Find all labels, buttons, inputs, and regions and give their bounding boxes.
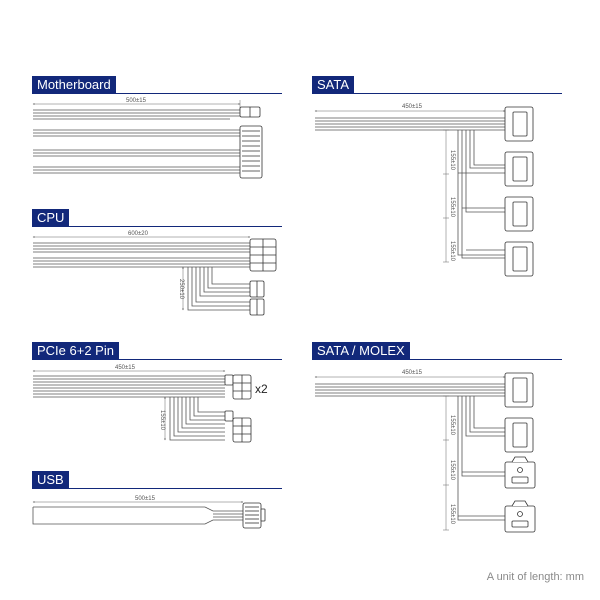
rule-usb: [32, 488, 282, 489]
sata-molex-branch-dimension-text-1: 155±10: [449, 415, 455, 436]
pcie-cable: [33, 375, 225, 441]
label-cpu: CPU: [32, 209, 70, 226]
label-sata-molex: SATA / MOLEX: [312, 342, 410, 359]
usb-header-connector: [242, 502, 266, 529]
sata-molex-branch-dimension-text-3: 155±10: [449, 504, 455, 525]
sata-dimension: [314, 110, 506, 263]
cpu-cable: [33, 242, 250, 311]
rule-sata: [312, 93, 562, 94]
rule-motherboard: [32, 93, 282, 94]
rule-cpu: [32, 226, 282, 227]
molex-connector-2: [504, 500, 536, 533]
rule-sata-molex: [312, 359, 562, 360]
motherboard-dimension-text: 500±15: [126, 98, 147, 104]
label-pcie: PCIe 6+2 Pin: [32, 342, 119, 359]
sata-branch-dimension-text-1: 155±10: [449, 150, 455, 171]
label-sata: SATA: [312, 76, 355, 93]
sata-molex-sata-connector-2: [504, 417, 534, 453]
cpu-dimension-text: 600±20: [128, 231, 149, 237]
pcie-dimension: [32, 370, 226, 441]
cpu-4pin-connector-b: [249, 298, 265, 316]
motherboard-cable: [33, 109, 240, 174]
sata-branch-dimension-text-2: 155±10: [449, 197, 455, 218]
sata-connector-1: [504, 106, 534, 142]
label-motherboard: Motherboard: [32, 76, 116, 93]
pcie-branch-dimension-text: 155±10: [159, 410, 165, 431]
sata-molex-sata-connector-1: [504, 372, 534, 408]
sata-connector-2: [504, 151, 534, 187]
sata-dimension-text: 450±15: [402, 104, 423, 110]
pcie-connector-branch: [224, 410, 252, 443]
motherboard-24pin-connector: [239, 125, 263, 179]
pcie-multiplier: x2: [255, 382, 268, 396]
sata-connector-4: [504, 241, 534, 277]
cpu-8pin-connector: [249, 238, 277, 272]
sata-molex-dimension-text: 450±15: [402, 370, 423, 376]
sata-molex-dimension: [314, 376, 506, 531]
label-usb: USB: [32, 471, 69, 488]
cpu-dimension: [32, 236, 251, 311]
rule-pcie: [32, 359, 282, 360]
sata-cable: [315, 117, 505, 259]
cpu-branch-dimension-text: 250±10: [178, 279, 184, 300]
usb-dimension-text: 500±15: [135, 496, 156, 502]
sata-connector-3: [504, 196, 534, 232]
unit-footnote: A unit of length: mm: [486, 571, 584, 583]
sata-molex-cable: [315, 383, 505, 521]
cpu-4pin-connector-a: [249, 280, 265, 298]
usb-cable: [32, 506, 243, 525]
pcie-connector-main: [224, 374, 252, 400]
molex-connector-1: [504, 456, 536, 489]
sata-branch-dimension-text-3: 155±10: [449, 241, 455, 262]
pcie-dimension-text: 450±15: [115, 365, 136, 371]
sata-molex-branch-dimension-text-2: 155±10: [449, 460, 455, 481]
motherboard-small-connector: [239, 106, 261, 118]
